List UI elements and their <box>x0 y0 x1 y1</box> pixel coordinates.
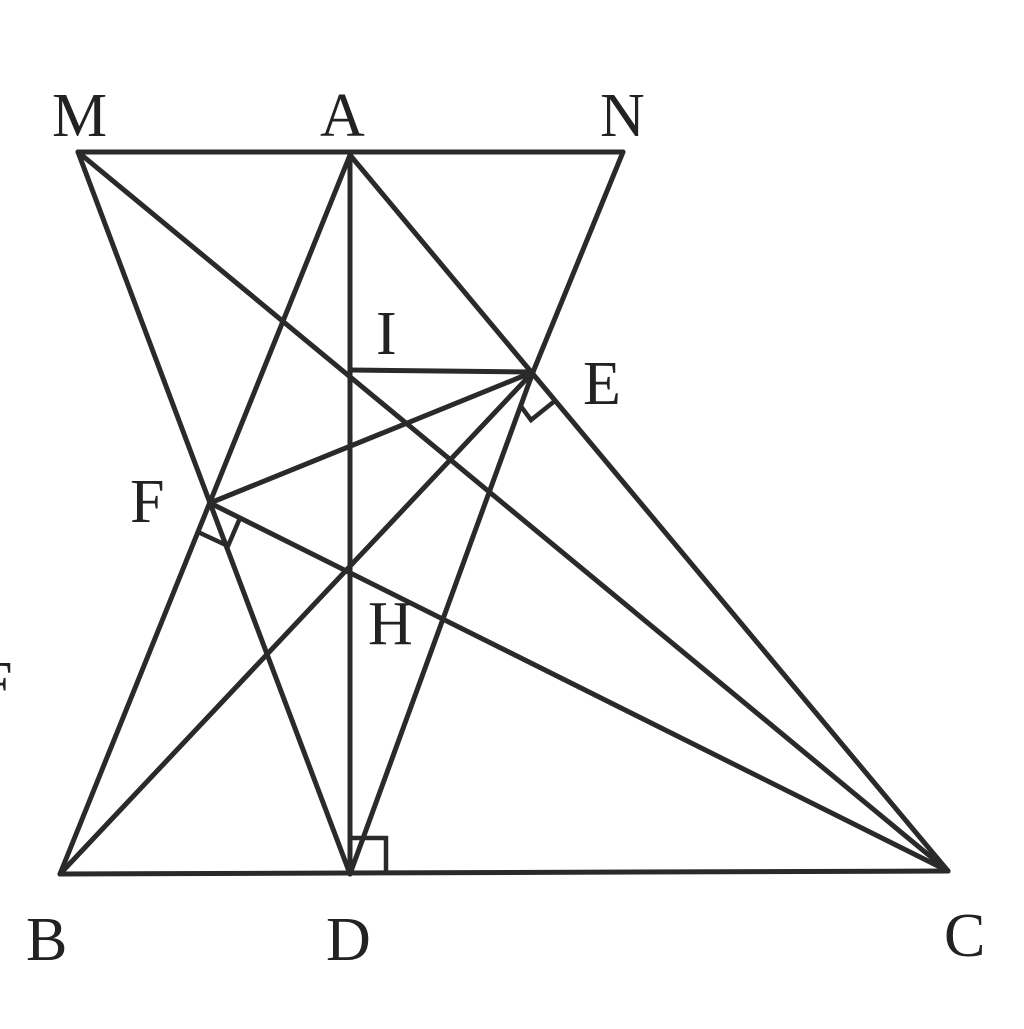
edge-fragment-glyph: F <box>0 650 12 718</box>
segments <box>57 149 951 877</box>
label-F: F <box>130 468 164 536</box>
right-angle-F <box>197 517 243 550</box>
segment-IE <box>347 367 536 375</box>
label-E: E <box>583 350 621 418</box>
segment-AB <box>57 152 353 877</box>
segment-MF <box>75 149 213 506</box>
label-I: I <box>376 300 397 368</box>
label-D: D <box>326 906 371 974</box>
label-B: B <box>26 906 67 974</box>
segment-FE <box>207 369 536 506</box>
segment-ED <box>347 369 536 877</box>
segment-AC <box>347 152 951 874</box>
label-M: M <box>52 82 107 150</box>
segment-NE <box>530 149 626 375</box>
label-A: A <box>320 82 365 150</box>
segment-MC <box>75 149 951 874</box>
label-N: N <box>600 82 645 150</box>
segment-BE <box>57 369 536 877</box>
right-angle-markers <box>197 398 558 874</box>
right-angle-D <box>350 835 389 874</box>
segment-BC <box>57 868 951 877</box>
right-angle-E <box>518 398 558 424</box>
segment-FC <box>207 500 951 874</box>
label-H: H <box>368 590 413 658</box>
segment-FD <box>207 500 353 877</box>
label-C: C <box>944 902 985 970</box>
point-labels: M A N I E F H B D C F <box>0 82 985 974</box>
